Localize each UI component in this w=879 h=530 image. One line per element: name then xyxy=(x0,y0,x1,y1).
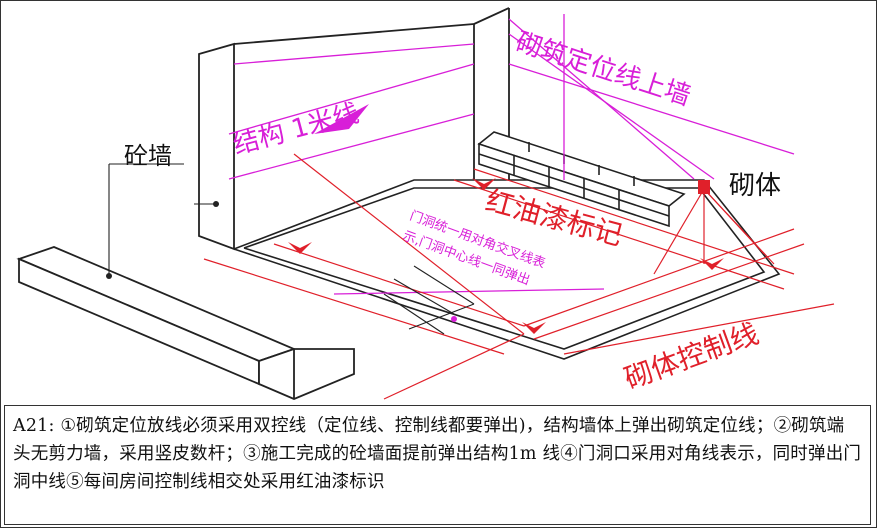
label-masonry: 砌体 xyxy=(729,171,781,201)
leader-dot xyxy=(213,201,219,207)
caption-text: A21: ①砌筑定位放线必须采用双控线（定位线、控制线都要弹出)，结构墙体上弹出… xyxy=(13,416,862,492)
leader-dot xyxy=(106,273,112,279)
label-concrete-wall: 砼墙 xyxy=(124,142,172,170)
concrete-wall xyxy=(198,23,475,251)
red-marks xyxy=(288,178,724,334)
positioning-lines xyxy=(228,14,795,295)
control-lines xyxy=(203,153,835,400)
label-structure-1m-line: 结构 1米线 xyxy=(230,98,362,160)
label-positioning-line-on-wall: 砌筑定位线上墙 xyxy=(512,27,694,112)
arrow-marker xyxy=(314,104,369,134)
door-center-dot xyxy=(451,316,457,322)
masonry-layout-diagram: 砼墙 结构 1米线 砌筑定位线上墙 砌体 红油漆标记 门洞统一用对角交叉线表 示… xyxy=(16,7,835,400)
low-wall xyxy=(16,246,355,400)
dimension-lines xyxy=(108,163,475,335)
caption-box: A21: ①砌筑定位放线必须采用双控线（定位线、控制线都要弹出)，结构墙体上弹出… xyxy=(4,405,871,525)
